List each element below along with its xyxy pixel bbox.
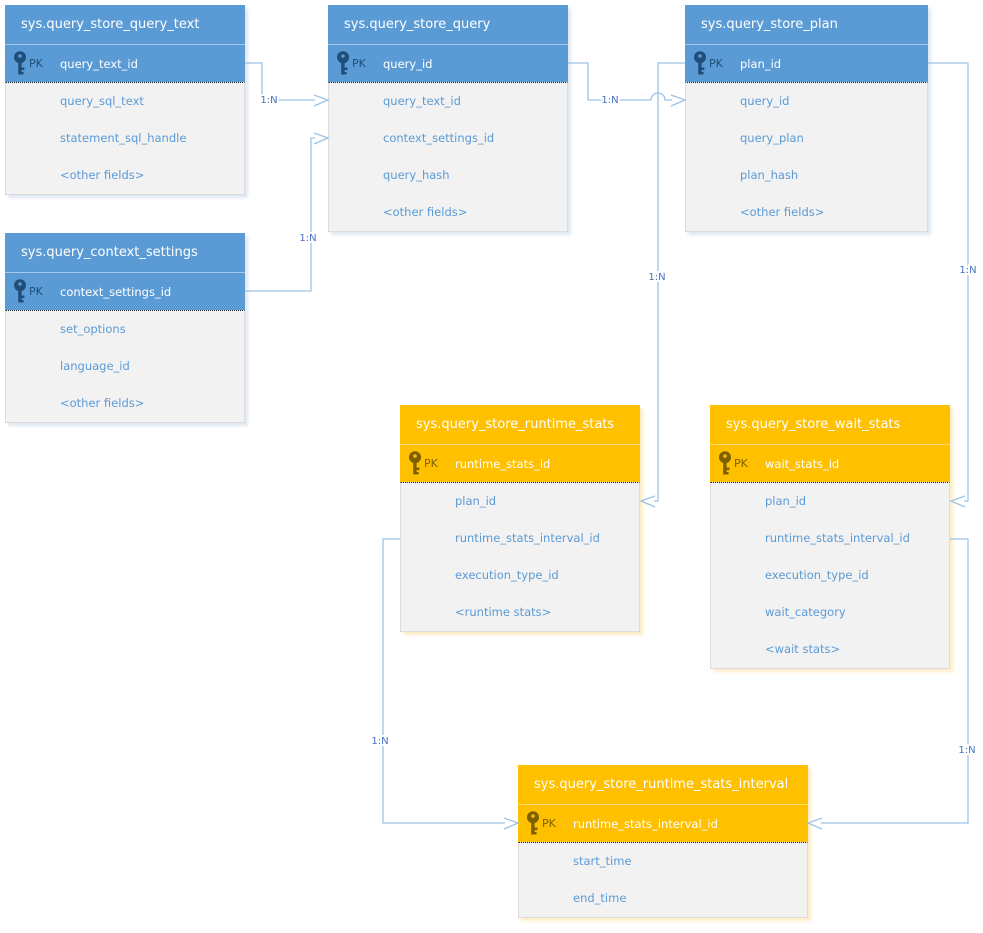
arrowhead-icon bbox=[313, 132, 330, 145]
arrowhead-icon bbox=[806, 817, 823, 830]
pk-row: PK context_settings_id bbox=[5, 272, 245, 310]
key-icon bbox=[694, 51, 706, 75]
key-icon bbox=[527, 811, 539, 835]
cardinality-label: 1:N bbox=[601, 95, 618, 106]
pk-field-name: context_settings_id bbox=[60, 285, 172, 299]
field-list: plan_id runtime_stats_interval_id execut… bbox=[400, 482, 640, 632]
entity-query-store-runtime-stats-interval[interactable]: sys.query_store_runtime_stats_interval P… bbox=[518, 765, 808, 918]
field-list: set_options language_id <other fields> bbox=[5, 310, 245, 423]
field-list: query_id query_plan plan_hash <other fie… bbox=[685, 82, 928, 232]
field-row: <other fields> bbox=[60, 396, 145, 410]
pk-badge: PK bbox=[734, 457, 748, 470]
field-row: plan_id bbox=[455, 494, 497, 508]
entity-query-store-plan[interactable]: sys.query_store_plan PK plan_id query_id… bbox=[685, 5, 928, 232]
pk-badge: PK bbox=[709, 57, 723, 70]
cardinality-label: 1:N bbox=[958, 745, 975, 756]
field-row: query_id bbox=[740, 94, 790, 108]
connector-plan-to-runtime-stats[interactable]: 1:N bbox=[639, 62, 685, 508]
entity-query-context-settings[interactable]: sys.query_context_settings PK context_se… bbox=[5, 233, 245, 423]
field-row: language_id bbox=[60, 359, 130, 373]
pk-row: PK wait_stats_id bbox=[710, 444, 950, 482]
connector-query-text-to-query[interactable]: 1:N bbox=[245, 62, 330, 108]
field-row: plan_hash bbox=[740, 168, 799, 182]
pk-badge: PK bbox=[29, 57, 43, 70]
pk-badge: PK bbox=[352, 57, 366, 70]
field-list: start_time end_time bbox=[518, 842, 808, 918]
connector-context-settings-to-query[interactable]: 1:N bbox=[245, 132, 330, 292]
field-row: query_hash bbox=[383, 168, 450, 182]
pk-field-name: runtime_stats_id bbox=[455, 457, 551, 471]
cardinality-label: 1:N bbox=[959, 265, 976, 276]
key-icon bbox=[14, 279, 26, 303]
cardinality-label: 1:N bbox=[260, 95, 277, 106]
entity-query-store-runtime-stats[interactable]: sys.query_store_runtime_stats PK runtime… bbox=[400, 405, 640, 632]
pk-badge: PK bbox=[542, 817, 556, 830]
pk-badge: PK bbox=[424, 457, 438, 470]
entity-title: sys.query_store_query_text bbox=[5, 5, 245, 44]
entity-title: sys.query_store_plan bbox=[685, 5, 928, 44]
field-row: <other fields> bbox=[383, 205, 468, 219]
arrowhead-icon bbox=[639, 495, 656, 508]
pk-badge: PK bbox=[29, 285, 43, 298]
pk-field-name: runtime_stats_interval_id bbox=[573, 817, 718, 831]
entity-title: sys.query_store_wait_stats bbox=[710, 405, 950, 444]
entity-query-store-wait-stats[interactable]: sys.query_store_wait_stats PK wait_stats… bbox=[710, 405, 950, 669]
pk-field-name: query_text_id bbox=[60, 57, 138, 71]
pk-row: PK query_id bbox=[328, 44, 568, 82]
connector-query-to-plan[interactable]: 1:N bbox=[568, 62, 687, 108]
entity-title: sys.query_store_runtime_stats_interval bbox=[518, 765, 808, 804]
field-row: runtime_stats_interval_id bbox=[765, 531, 910, 545]
field-row: end_time bbox=[573, 891, 627, 905]
entity-query-store-query[interactable]: sys.query_store_query PK query_id query_… bbox=[328, 5, 568, 232]
field-row: <wait stats> bbox=[765, 642, 841, 656]
entity-title: sys.query_store_runtime_stats bbox=[400, 405, 640, 444]
field-row: runtime_stats_interval_id bbox=[455, 531, 600, 545]
arrowhead-icon bbox=[503, 817, 520, 830]
field-row: start_time bbox=[573, 854, 632, 868]
cardinality-label: 1:N bbox=[371, 736, 388, 747]
field-list: query_text_id context_settings_id query_… bbox=[328, 82, 568, 232]
cardinality-label: 1:N bbox=[648, 272, 665, 283]
pk-row: PK plan_id bbox=[685, 44, 928, 82]
entity-query-store-query-text[interactable]: sys.query_store_query_text PK query_text… bbox=[5, 5, 245, 195]
key-icon bbox=[409, 451, 421, 475]
field-list: query_sql_text statement_sql_handle <oth… bbox=[5, 82, 245, 195]
key-icon bbox=[14, 51, 26, 75]
field-row: plan_id bbox=[765, 494, 807, 508]
key-icon bbox=[337, 51, 349, 75]
pk-field-name: wait_stats_id bbox=[765, 457, 840, 471]
field-row: <runtime stats> bbox=[455, 605, 552, 619]
pk-row: PK runtime_stats_interval_id bbox=[518, 804, 808, 842]
field-row: set_options bbox=[60, 322, 126, 336]
field-row: wait_category bbox=[765, 605, 846, 619]
field-list: plan_id runtime_stats_interval_id execut… bbox=[710, 482, 950, 669]
cardinality-label: 1:N bbox=[299, 233, 316, 244]
arrowhead-icon bbox=[313, 94, 330, 107]
arrowhead-icon bbox=[949, 495, 966, 508]
pk-field-name: query_id bbox=[383, 57, 433, 71]
field-row: query_text_id bbox=[383, 94, 461, 108]
entity-title: sys.query_store_query bbox=[328, 5, 568, 44]
pk-row: PK runtime_stats_id bbox=[400, 444, 640, 482]
field-row: <other fields> bbox=[740, 205, 825, 219]
field-row: <other fields> bbox=[60, 168, 145, 182]
pk-field-name: plan_id bbox=[740, 57, 782, 71]
field-row: execution_type_id bbox=[455, 568, 559, 582]
field-row: execution_type_id bbox=[765, 568, 869, 582]
field-row: statement_sql_handle bbox=[60, 131, 187, 145]
arrowhead-icon bbox=[670, 94, 687, 107]
entity-title: sys.query_context_settings bbox=[5, 233, 245, 272]
pk-row: PK query_text_id bbox=[5, 44, 245, 82]
field-row: query_plan bbox=[740, 131, 804, 145]
field-row: query_sql_text bbox=[60, 94, 144, 108]
key-icon bbox=[719, 451, 731, 475]
field-row: context_settings_id bbox=[383, 131, 495, 145]
